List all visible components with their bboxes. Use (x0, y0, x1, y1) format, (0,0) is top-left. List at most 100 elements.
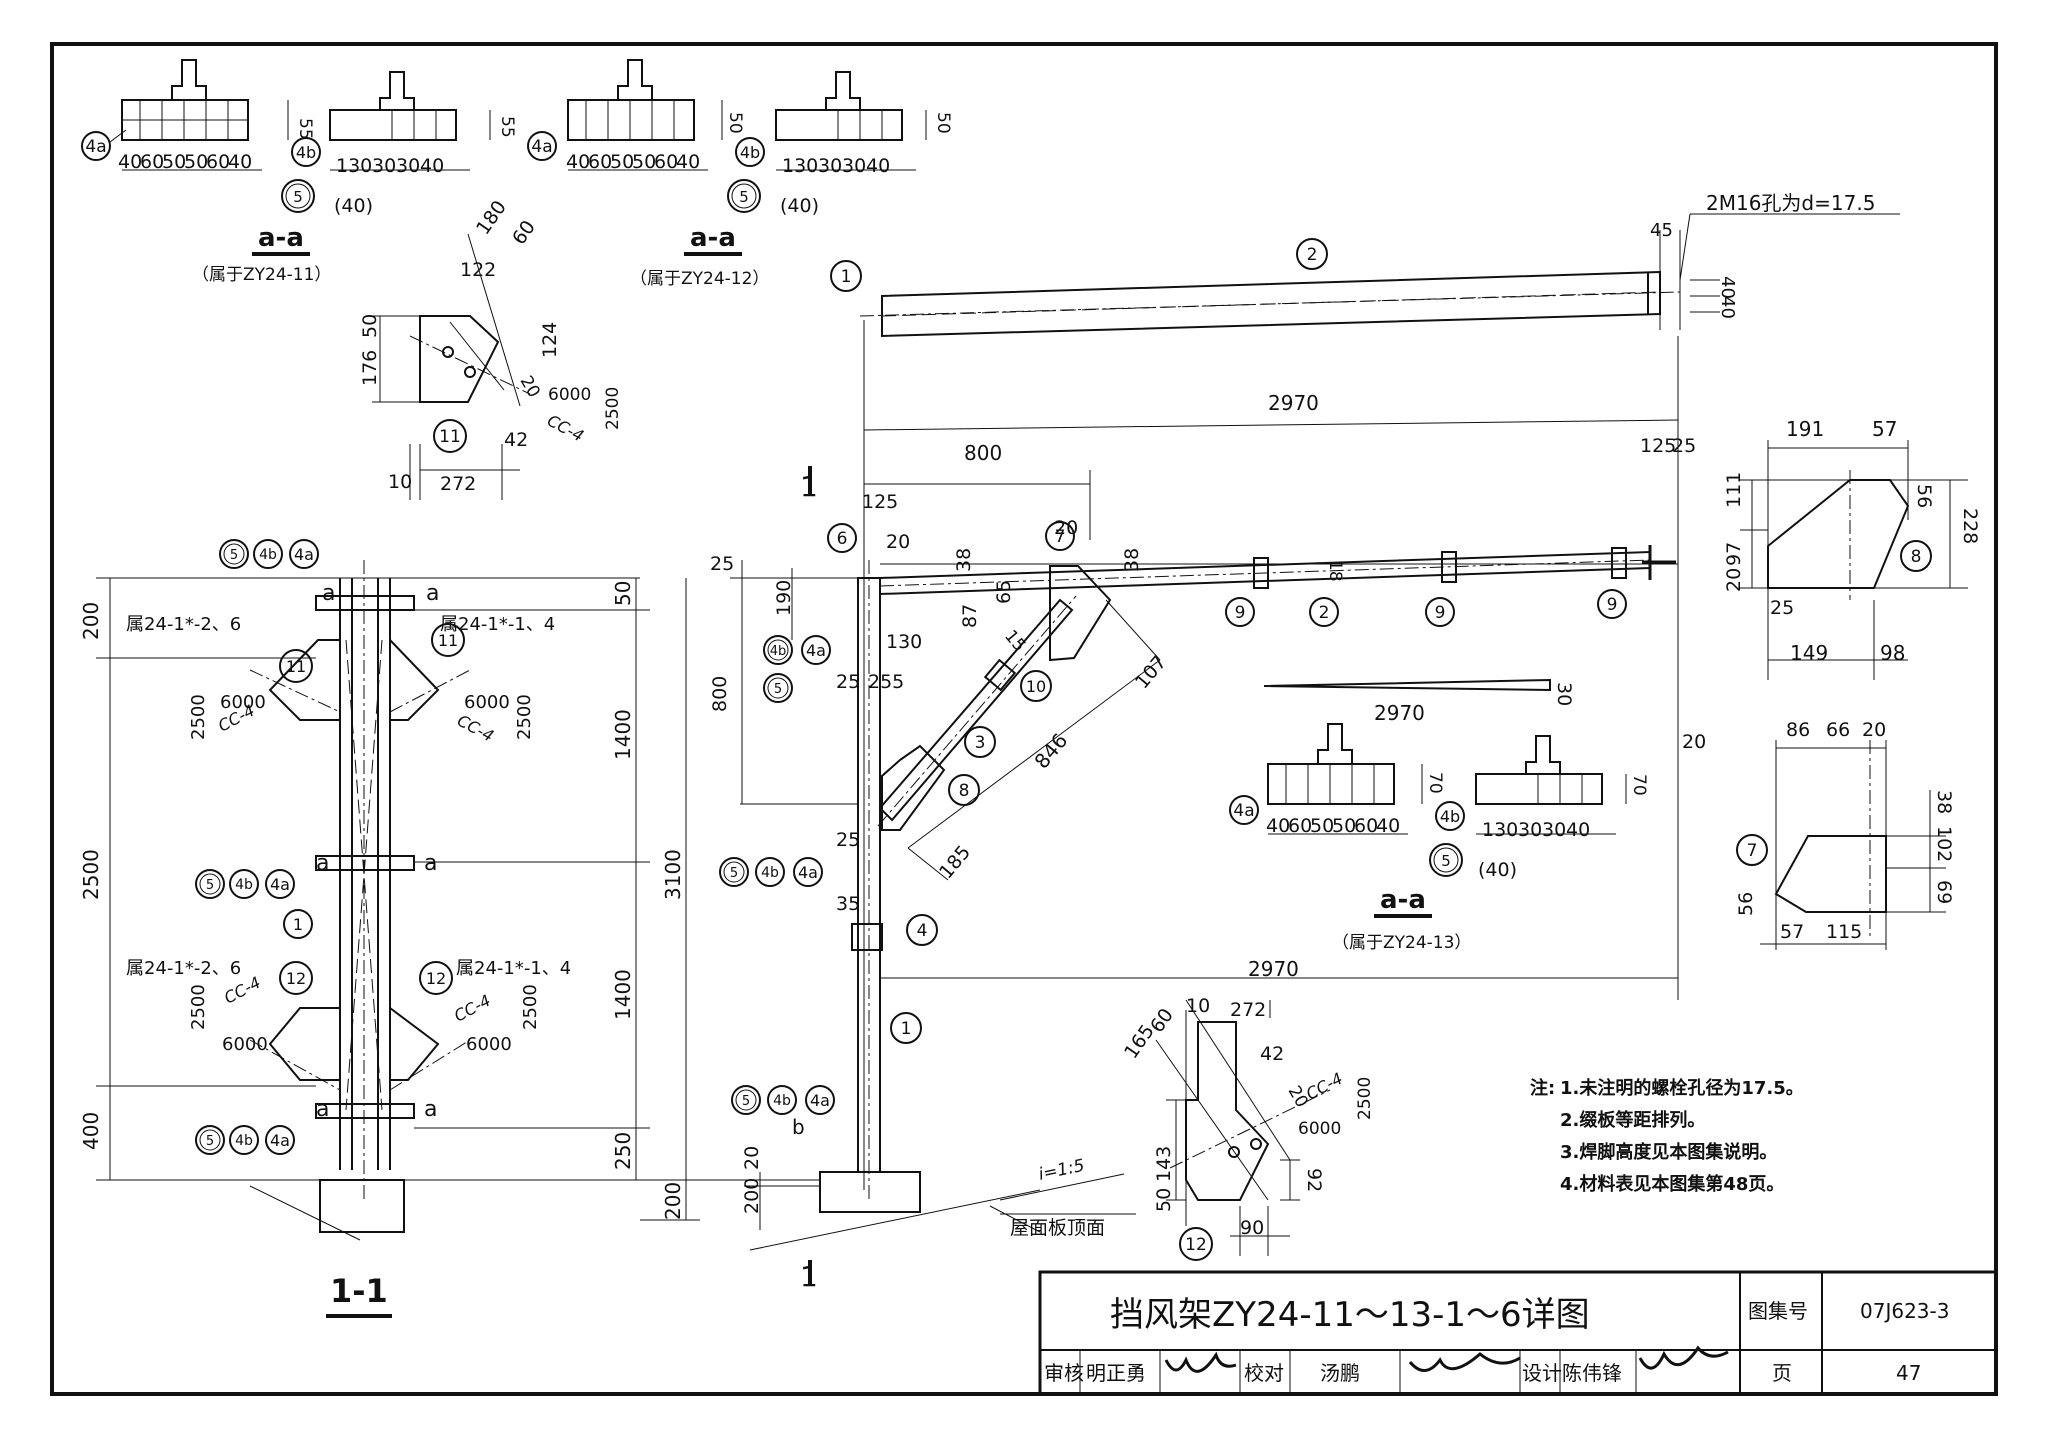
plate-4-r-dim-d: 50 (1332, 815, 1356, 837)
main-dim-40b: 40 (1717, 296, 1738, 319)
m-2-mid: 2 (1319, 603, 1330, 623)
plate-detail-4-right (1229, 723, 1423, 835)
plate-4-dim-e: 60 (206, 151, 230, 173)
col-dim-2500: 2500 (79, 849, 103, 900)
slope-label: i=1:5 (1037, 1156, 1086, 1185)
main-dim-2970-top: 2970 (1268, 391, 1319, 415)
check-label: 校对 (1244, 1361, 1284, 1385)
belong-label-2: 属24-1*-1、4 (440, 614, 555, 635)
review-label: 审核 (1044, 1361, 1084, 1385)
col-g-cc4-b: CC-4 (454, 711, 497, 746)
note-2: 2.缀板等距排列。 (1560, 1109, 1705, 1131)
col-g-2500-c: 2500 (188, 984, 209, 1030)
col-g-6000-b: 6000 (464, 692, 510, 713)
g12-dim-92: 92 (1303, 1168, 1325, 1192)
m-9-b: 9 (1435, 603, 1446, 623)
section-aa-label-13: a-a (1380, 885, 1426, 915)
col-m-4-1: 4a (294, 545, 314, 564)
main-dim-30: 30 (1553, 682, 1575, 706)
marker-12-detail: 12 (1185, 1235, 1207, 1255)
main-markers (719, 238, 1627, 1115)
m-4b-b: 5 (730, 866, 738, 881)
p6-dim-69: 69 (1933, 880, 1955, 904)
title-block (1038, 1270, 1998, 1396)
plate-height-a: 55 (295, 118, 315, 140)
col-dim-400: 400 (79, 1112, 103, 1150)
plate-4-dim-a: 40 (118, 151, 142, 173)
col-m-4a-1: 4b (259, 547, 277, 563)
col-g-6000-c: 6000 (222, 1034, 268, 1055)
m-4-a: 4a (806, 641, 826, 660)
plate-6-detail (1736, 740, 1946, 950)
g11-dim-42: 42 (504, 429, 528, 451)
col-m-4b-1: 5 (230, 548, 238, 563)
m-4-c: 4a (810, 1091, 830, 1110)
g11-dim-20: 20 (516, 373, 544, 402)
g12-dim-90: 90 (1240, 1217, 1264, 1239)
g11-dim-60: 60 (508, 216, 540, 248)
plate-height-b: 55 (497, 116, 517, 138)
g12-dim-272: 272 (1230, 999, 1266, 1021)
plate-4-dim-b: 60 (140, 151, 164, 173)
section-aa-note-12: （属于ZY24-12） (630, 269, 769, 289)
p7-dim-56: 56 (1913, 484, 1935, 508)
col-m-12-a: 12 (286, 969, 306, 988)
plate-4b-dim: (40) (334, 195, 373, 217)
m-10: 10 (1026, 677, 1046, 696)
plate-detail-4a-right (1429, 735, 1627, 877)
gusset-plate-11 (372, 233, 531, 500)
col-dim-3100: 3100 (661, 849, 685, 900)
marker-4a-mid: 4b (740, 143, 760, 162)
p6-dim-86: 86 (1786, 719, 1810, 741)
plate-4-dim-c: 50 (162, 151, 186, 173)
column-section-1-1 (96, 560, 820, 1241)
section-aa-note-11: （属于ZY24-11） (192, 265, 331, 285)
g11-cc4: CC-4 (544, 411, 587, 446)
atlas-number: 07J623-3 (1860, 1299, 1949, 1323)
col-g-2500-d: 2500 (520, 984, 541, 1030)
plate-4-r-dim-e: 60 (1354, 815, 1378, 837)
main-dim-25b: 25 (836, 671, 860, 693)
p6-dim-57: 57 (1780, 921, 1804, 943)
col-m-4-2: 4a (270, 875, 290, 894)
plate-4a-r-dim-c: 30 (1542, 819, 1566, 841)
roof-top-label: 屋面板顶面 (1010, 1217, 1105, 1239)
main-dim-190: 190 (773, 580, 795, 616)
g11-dim-124: 124 (539, 322, 561, 358)
plate-4a-mid-dim-b: 30 (818, 155, 842, 177)
col-dim-200: 200 (79, 602, 103, 640)
col-g-2500-a: 2500 (188, 694, 209, 740)
m-7: 8 (959, 781, 970, 801)
plate-4-r-dim-f: 40 (1376, 815, 1400, 837)
plate-4-mid-dim-c: 50 (610, 151, 634, 173)
g11-dim-2500: 2500 (603, 387, 623, 430)
marker-4b-right: 5 (1441, 852, 1451, 870)
gusset-plate-12 (1155, 999, 1331, 1261)
col-dim-1400a: 1400 (611, 709, 635, 760)
m-3: 3 (975, 733, 986, 753)
col-m-4b-3: 5 (206, 1134, 214, 1149)
sheet-border (50, 42, 1998, 1396)
main-dim-18: 18 (1325, 560, 1345, 582)
g12-cc4: CC-4 (1303, 1069, 1346, 1104)
plate-4a-dim-b: 30 (372, 155, 396, 177)
m-1-top: 1 (841, 267, 852, 287)
main-dim-846: 846 (1029, 729, 1072, 774)
main-dim-130: 130 (886, 631, 922, 653)
main-dim-2970-bot: 2970 (1248, 957, 1299, 981)
main-dim-38b: 38 (1121, 548, 1143, 572)
main-dim-2970-mid: 2970 (1374, 701, 1425, 725)
belong-label-1: 属24-1*-2、6 (126, 614, 241, 635)
plate-height-c: 50 (725, 112, 745, 134)
plate-4a-dim-a: 130 (336, 155, 372, 177)
m-9-c: 9 (1607, 595, 1618, 615)
plate-4a-r-dim-d: 40 (1566, 819, 1590, 841)
m-5: 6 (837, 529, 848, 549)
belong-label-3: 属24-1*-2、6 (126, 958, 241, 979)
marker-4b-mid: 5 (739, 188, 749, 206)
col-m-11-b: 11 (438, 631, 458, 650)
main-dim-35: 35 (836, 893, 860, 915)
p7-dim-25: 25 (1770, 597, 1794, 619)
col-m-4a-2: 4b (235, 877, 253, 893)
